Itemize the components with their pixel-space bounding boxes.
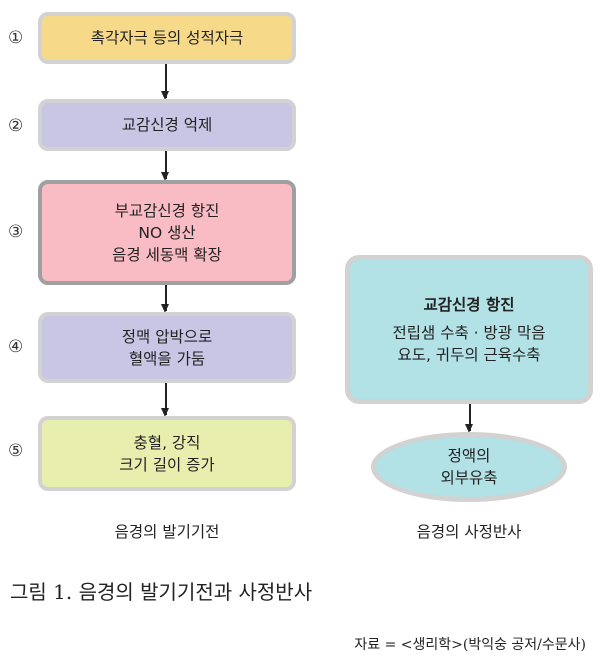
step-1-box: 촉각자극 등의 성적자극	[38, 12, 296, 64]
arrow-1-2	[162, 64, 168, 100]
step-1-text: 촉각자극 등의 성적자극	[90, 29, 244, 47]
step-number-3: ③	[8, 222, 24, 242]
source-note: 자료 = <생리학>(박익숭 공저/수문사)	[354, 637, 586, 653]
step-2-box: 교감신경 억제	[38, 99, 296, 151]
arrow-right	[466, 404, 472, 433]
step-4-line-1: 정맥 압박으로	[121, 327, 213, 346]
step-3-box: 부교감신경 항진 NO 생산 음경 세동맥 확장	[38, 180, 296, 285]
step-5-line-2: 크기 길이 증가	[119, 455, 215, 474]
ejaculation-box: 교감신경 항진 전립샘 수축 · 방광 막음 요도, 귀두의 근육수축	[345, 255, 593, 404]
step-4-box: 정맥 압박으로 혈액을 가둠	[38, 312, 296, 383]
step-number-4: ④	[8, 337, 24, 357]
step-number-1: ①	[8, 28, 24, 48]
step-5-line-1: 충혈, 강직	[133, 433, 201, 452]
ejaculation-title: 교감신경 항진	[423, 295, 515, 314]
step-3-line-2: NO 생산	[138, 223, 196, 242]
ellipse-line-2: 외부유축	[440, 469, 498, 487]
ejaculation-line-1: 전립샘 수축 · 방광 막음	[392, 323, 546, 342]
ejaculation-line-2: 요도, 귀두의 근육수축	[397, 345, 541, 364]
step-number-2: ②	[8, 116, 24, 136]
ejaculation-ellipse: 정액의 외부유축	[371, 432, 567, 502]
step-3-line-1: 부교감신경 항진	[114, 201, 220, 220]
step-5-box: 충혈, 강직 크기 길이 증가	[38, 416, 296, 491]
arrow-4-5	[162, 383, 168, 417]
figure-title: 그림 1. 음경의 발기기전과 사정반사	[10, 580, 313, 604]
step-number-5: ⑤	[8, 441, 24, 461]
arrow-3-4	[162, 285, 168, 313]
right-caption: 음경의 사정반사	[416, 523, 522, 541]
step-4-line-2: 혈액을 가둠	[128, 349, 206, 368]
ellipse-line-1: 정액의	[447, 447, 491, 465]
step-3-line-3: 음경 세동맥 확장	[112, 245, 222, 264]
left-caption: 음경의 발기기전	[114, 523, 220, 541]
step-2-text: 교감신경 억제	[121, 116, 213, 134]
arrow-2-3	[162, 151, 168, 181]
